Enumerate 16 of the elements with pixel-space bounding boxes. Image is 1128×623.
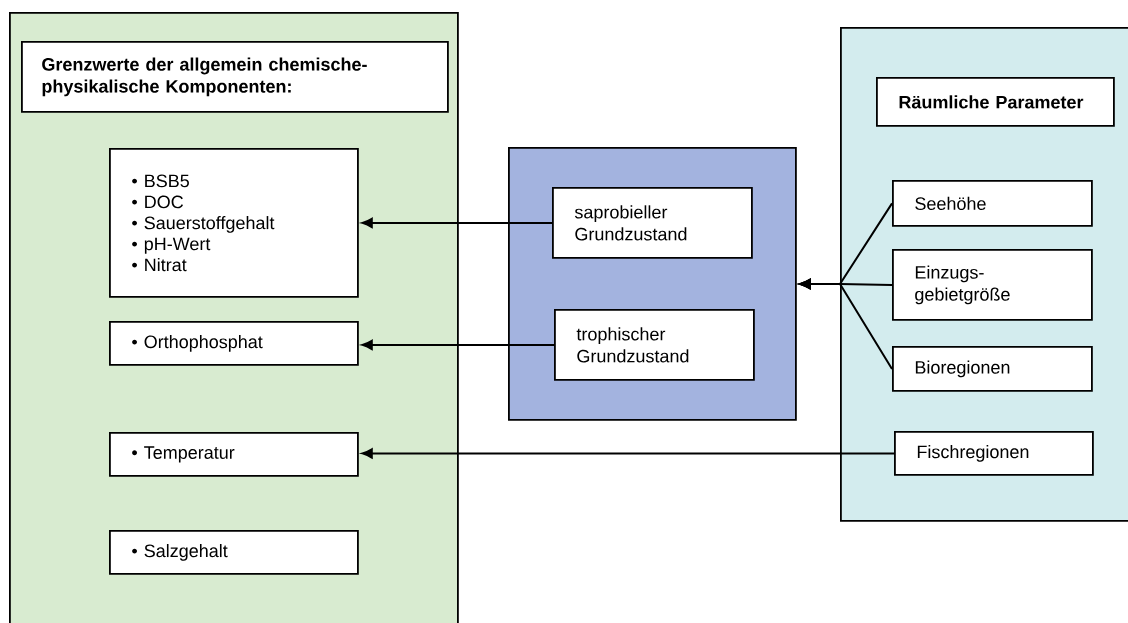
list-box: • BSB5 • DOC • Sauerstoffgehalt • pH-Wert • Nitrat bbox=[109, 148, 359, 298]
process-box: saprobieller Grundzustand bbox=[552, 187, 753, 259]
list-box: • Salzgehalt bbox=[109, 530, 359, 575]
arrow bbox=[361, 339, 555, 351]
arrow bbox=[361, 217, 553, 229]
process-box: Fischregionen bbox=[894, 431, 1094, 476]
arrow bbox=[361, 448, 895, 459]
process-box: Einzugs-gebietgröße bbox=[892, 249, 1093, 321]
list-box: • Orthophosphat bbox=[109, 321, 359, 366]
process-box: Bioregionen bbox=[892, 346, 1093, 392]
heading-box: Grenzwerte der allgemein chemische-physikalische Komponenten: bbox=[21, 41, 449, 113]
arrow bbox=[799, 278, 893, 370]
process-box: trophischer Grundzustand bbox=[554, 309, 755, 381]
heading-box: Räumliche Parameter bbox=[876, 77, 1115, 127]
process-box: Seehöhe bbox=[892, 180, 1093, 227]
list-box: • Temperatur bbox=[109, 432, 359, 477]
